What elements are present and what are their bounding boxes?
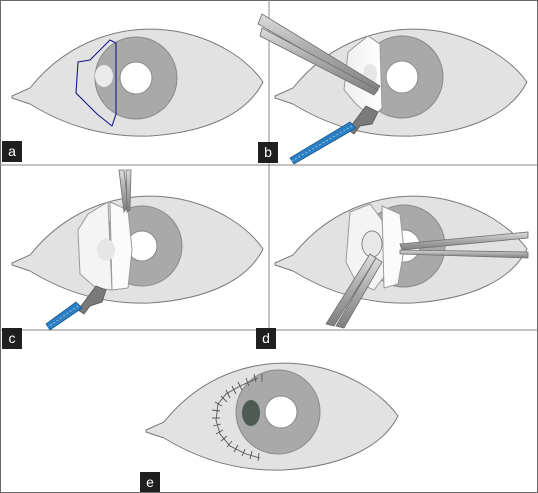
panel-a: a bbox=[2, 28, 264, 162]
suture-line bbox=[211, 373, 263, 462]
forceps-arm-upper bbox=[399, 231, 529, 251]
incision-outline bbox=[75, 39, 117, 127]
panel-label-box-b bbox=[258, 142, 278, 163]
limbal-reflection bbox=[97, 239, 115, 261]
panel-label-box-e bbox=[140, 472, 160, 492]
panel-label-a: a bbox=[8, 143, 16, 159]
forceps-arm-right bbox=[335, 257, 383, 329]
transplanted-graft bbox=[242, 400, 260, 426]
panel-label-b: b bbox=[264, 144, 272, 160]
excised-graft-disc bbox=[361, 230, 383, 258]
forceps-arm-lower bbox=[259, 27, 379, 96]
panel-label-d: d bbox=[262, 330, 270, 346]
panel-label-e: e bbox=[146, 474, 154, 490]
panel-label-box-a bbox=[2, 141, 22, 162]
panel-b: b bbox=[257, 13, 528, 165]
limbal-reflection bbox=[95, 65, 113, 87]
forceps-arm-left bbox=[325, 253, 377, 327]
panel-label-box-c bbox=[2, 328, 22, 349]
panel-label-c: c bbox=[9, 330, 16, 346]
spatula-highlight bbox=[291, 125, 353, 162]
panel-e: e bbox=[140, 362, 399, 492]
forceps-arm-lower bbox=[399, 249, 529, 259]
panel-d: d bbox=[256, 195, 529, 349]
limbal-graft bbox=[381, 205, 405, 289]
panel-c: c bbox=[2, 169, 264, 349]
forceps-arm-right bbox=[125, 169, 132, 213]
pupil bbox=[264, 395, 298, 429]
pupil bbox=[119, 61, 153, 95]
panel-label-box-d bbox=[256, 328, 276, 349]
pupil bbox=[385, 60, 419, 94]
